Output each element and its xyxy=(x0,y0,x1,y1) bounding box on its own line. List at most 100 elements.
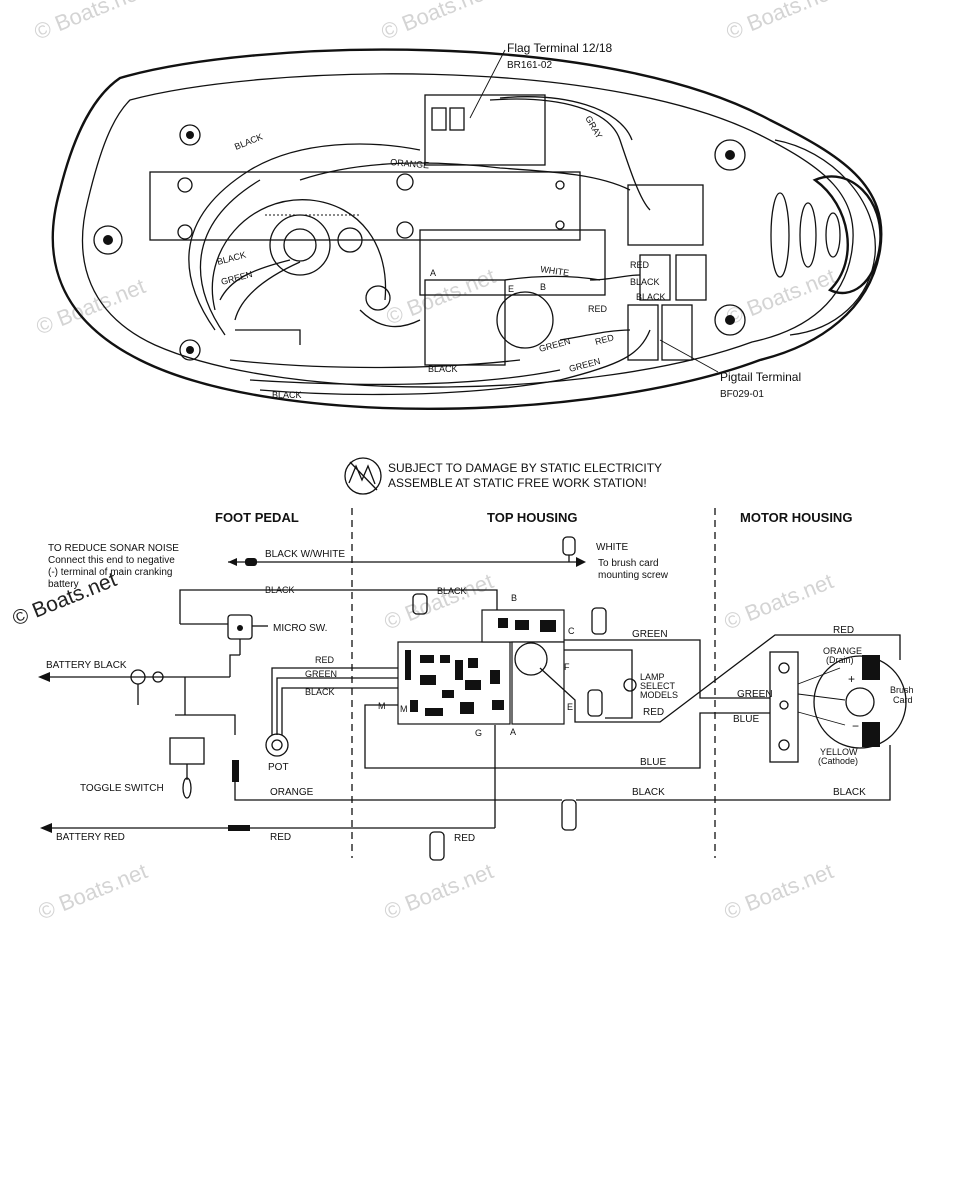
terminal-a: A xyxy=(510,727,516,737)
wire-label-red-brush: RED xyxy=(833,625,854,636)
micro-switch-label: MICRO SW. xyxy=(273,623,327,634)
bullet-connector xyxy=(562,536,576,556)
housing-label-green-2: GREEN xyxy=(538,336,572,354)
sonar-note-line-1: Connect this end to negative xyxy=(48,555,175,566)
wire-label-red-battery: RED xyxy=(270,832,291,843)
watermark: © Boats.net xyxy=(381,568,497,634)
wire-label-black-brush: BLACK xyxy=(833,787,866,798)
terminal-m: M xyxy=(378,701,386,711)
warning-line-2: ASSEMBLE AT STATIC FREE WORK STATION! xyxy=(388,476,647,490)
terminal-e-housing: E xyxy=(508,284,514,294)
arrow-head xyxy=(40,823,52,833)
terminal-g: G xyxy=(475,728,482,738)
pigtail-terminal-label: Pigtail Terminal xyxy=(720,370,801,384)
wire-pot-black xyxy=(281,687,398,735)
bullet-connector xyxy=(591,607,607,635)
schematic: TO REDUCE SONAR NOISE Connect this end t… xyxy=(38,536,914,861)
warning-line-1: SUBJECT TO DAMAGE BY STATIC ELECTRICITY xyxy=(388,461,662,475)
base-arc xyxy=(211,199,387,311)
watermark: © Boats.net xyxy=(723,0,839,45)
grip-slot xyxy=(799,202,817,268)
section-foot-pedal: FOOT PEDAL xyxy=(215,510,299,525)
wire-label-blue-motor: BLUE xyxy=(733,714,759,725)
yellow-cathode-label-2: (Cathode) xyxy=(818,756,858,766)
lamp-label-3: MODELS xyxy=(640,690,678,700)
housing-label-black-4: BLACK xyxy=(636,292,666,302)
housing-label-black: BLACK xyxy=(233,132,264,152)
grip-slot xyxy=(770,192,790,278)
wire-label-green: GREEN xyxy=(632,629,668,640)
yellow-cathode-label-1: YELLOW xyxy=(820,747,858,757)
wire-label-red-pot: RED xyxy=(315,655,335,665)
housing-label-red-3: RED xyxy=(594,332,615,347)
callout-leader xyxy=(469,49,506,119)
wire-pot-green xyxy=(276,677,398,735)
wire-label-green-motor: GREEN xyxy=(737,689,773,700)
brush-holder xyxy=(862,655,880,680)
sonar-note-title: TO REDUCE SONAR NOISE xyxy=(48,543,179,554)
battery-black-label: BATTERY BLACK xyxy=(46,660,127,671)
orange-drain-label-1: ORANGE xyxy=(823,646,862,656)
watermark: © Boats.net xyxy=(721,568,837,634)
flag-terminal-block xyxy=(424,94,546,166)
housing-label-red-2: RED xyxy=(588,304,608,314)
housing-label-green: GREEN xyxy=(220,269,254,287)
watermark: © Boats.net xyxy=(378,0,494,45)
wire-black-motor xyxy=(576,745,891,801)
esd-hand-icon xyxy=(348,464,376,485)
board-components xyxy=(405,618,556,716)
housing-label-black-2: BLACK xyxy=(630,277,660,287)
wire-black-top xyxy=(179,589,498,624)
sonar-note-line-2: (-) terminal of main cranking xyxy=(48,567,172,578)
control-plate xyxy=(149,171,581,241)
watermark: © Boats.net xyxy=(35,858,151,924)
wire-label-white: WHITE xyxy=(596,542,629,553)
toggle-switch xyxy=(169,737,205,765)
terminal-a-housing: A xyxy=(430,268,436,278)
wire-orange xyxy=(234,782,562,801)
battery-red-label: BATTERY RED xyxy=(56,832,125,843)
brush-holder xyxy=(862,722,880,747)
lamp-label-2: SELECT xyxy=(640,681,676,691)
brush-minus: − xyxy=(852,719,859,733)
fuse xyxy=(228,825,250,831)
wire-label-green-pot: GREEN xyxy=(305,669,337,679)
wire-green xyxy=(564,639,770,699)
arrow-head xyxy=(38,672,50,682)
section-top-housing: TOP HOUSING xyxy=(487,510,578,525)
wire-pot-red xyxy=(271,667,398,735)
brush-card-label-1: Brush xyxy=(890,685,914,695)
wire-label-red-connector: RED xyxy=(454,833,475,844)
terminal-f: F xyxy=(564,662,570,672)
wire-blue xyxy=(364,704,770,769)
watermark: © Boats.net xyxy=(31,0,147,45)
watermark: © Boats.net xyxy=(383,263,499,329)
pot xyxy=(265,733,289,757)
terminal-b: B xyxy=(511,593,517,603)
wire-label-orange: ORANGE xyxy=(270,787,314,798)
section-motor-housing: MOTOR HOUSING xyxy=(740,510,852,525)
housing-label-black-6: BLACK xyxy=(428,364,458,374)
housing-label-orange: ORANGE xyxy=(390,157,430,170)
pigtail-terminal-part: BF029-01 xyxy=(720,389,764,400)
brush-note-line-2: mounting screw xyxy=(598,570,669,581)
terminal-e: E xyxy=(567,702,573,712)
motor-connector-plate xyxy=(769,651,799,763)
wire-label-blue: BLUE xyxy=(640,757,666,768)
wire-label-black-pot: BLACK xyxy=(305,687,335,697)
pot-label: POT xyxy=(268,762,289,773)
wire-label-black-1: BLACK xyxy=(265,585,295,595)
bullet-connector xyxy=(429,831,445,861)
wire-label-black-2: BLACK xyxy=(437,586,467,596)
wire-label-black-w-white: BLACK W/WHITE xyxy=(265,549,345,560)
brush-note-line-1: To brush card xyxy=(598,558,659,569)
housing-label-white: WHITE xyxy=(540,264,570,278)
grip-knob xyxy=(812,175,882,295)
flag-terminal-part: BR161-02 xyxy=(507,60,552,71)
lamp-label-1: LAMP xyxy=(640,672,665,682)
flag-terminal-label: Flag Terminal 12/18 xyxy=(507,41,612,55)
relay-coil xyxy=(514,642,548,676)
wire-lamp xyxy=(564,649,633,719)
